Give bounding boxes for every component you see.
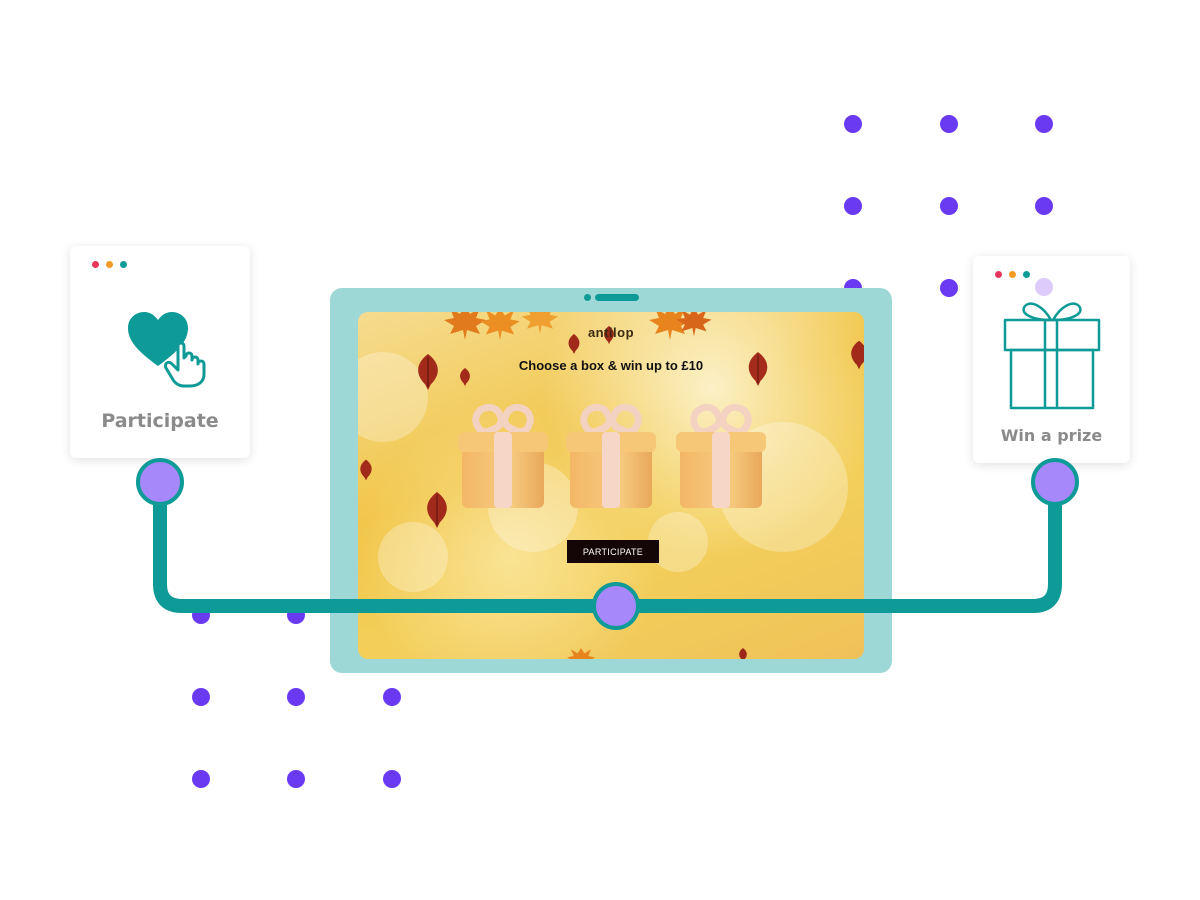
gift-box-option-3[interactable]: [674, 398, 768, 510]
red-leaf-icon: [418, 354, 438, 390]
decor-dot: [192, 770, 210, 788]
maple-leaf-icon: [676, 312, 712, 337]
gift-box-option-2[interactable]: [564, 398, 658, 510]
red-leaf-icon: [748, 352, 768, 386]
window-dot-red: [92, 261, 99, 268]
step-label-participate: Participate: [101, 410, 219, 432]
decor-dot: [844, 197, 862, 215]
tablet-camera: [584, 294, 639, 301]
journey-node-end: [1031, 458, 1079, 506]
journey-node-start: [136, 458, 184, 506]
maple-leaf-icon: [444, 312, 486, 340]
red-leaf-icon: [360, 459, 372, 481]
game-headline: Choose a box & win up to £10: [518, 358, 704, 373]
red-leaf-icon: [427, 492, 447, 528]
bokeh-light: [358, 352, 428, 442]
window-controls: [995, 271, 1030, 278]
gift-box-option-1[interactable]: [456, 398, 550, 510]
gift-outline-icon: [1003, 302, 1101, 410]
brand-logo: antilop: [587, 325, 635, 340]
decor-dot-light: [1035, 278, 1053, 296]
decor-dot: [844, 115, 862, 133]
window-dot-red: [995, 271, 1002, 278]
window-dot-orange: [106, 261, 113, 268]
decor-dot: [383, 688, 401, 706]
step-label-win: Win a prize: [1000, 426, 1103, 445]
decor-dot: [1035, 115, 1053, 133]
red-leaf-icon: [739, 648, 747, 659]
red-leaf-icon: [568, 334, 580, 354]
decor-dot: [287, 688, 305, 706]
window-dot-orange: [1009, 271, 1016, 278]
step-card-participate: Participate: [70, 246, 250, 458]
heart-hand-pointer-icon: [128, 312, 206, 388]
window-dot-teal: [1023, 271, 1030, 278]
journey-node-middle: [592, 582, 640, 630]
decor-dot: [940, 115, 958, 133]
bokeh-light: [378, 522, 448, 592]
decor-dot: [287, 770, 305, 788]
window-dot-teal: [120, 261, 127, 268]
decor-dot: [940, 197, 958, 215]
maple-leaf-icon: [567, 648, 595, 659]
red-leaf-icon: [604, 326, 614, 344]
decor-dot: [1035, 197, 1053, 215]
participate-button[interactable]: PARTICIPATE: [567, 540, 659, 563]
decor-dot: [192, 688, 210, 706]
decor-dot: [940, 279, 958, 297]
camera-bar: [595, 294, 639, 301]
camera-lens-icon: [584, 294, 591, 301]
maple-leaf-icon: [521, 312, 559, 334]
red-leaf-icon: [460, 368, 470, 386]
red-leaf-icon: [851, 340, 864, 370]
decor-dot: [383, 770, 401, 788]
step-card-win: Win a prize: [973, 256, 1130, 463]
window-controls: [92, 261, 127, 268]
maple-leaf-icon: [480, 312, 520, 341]
